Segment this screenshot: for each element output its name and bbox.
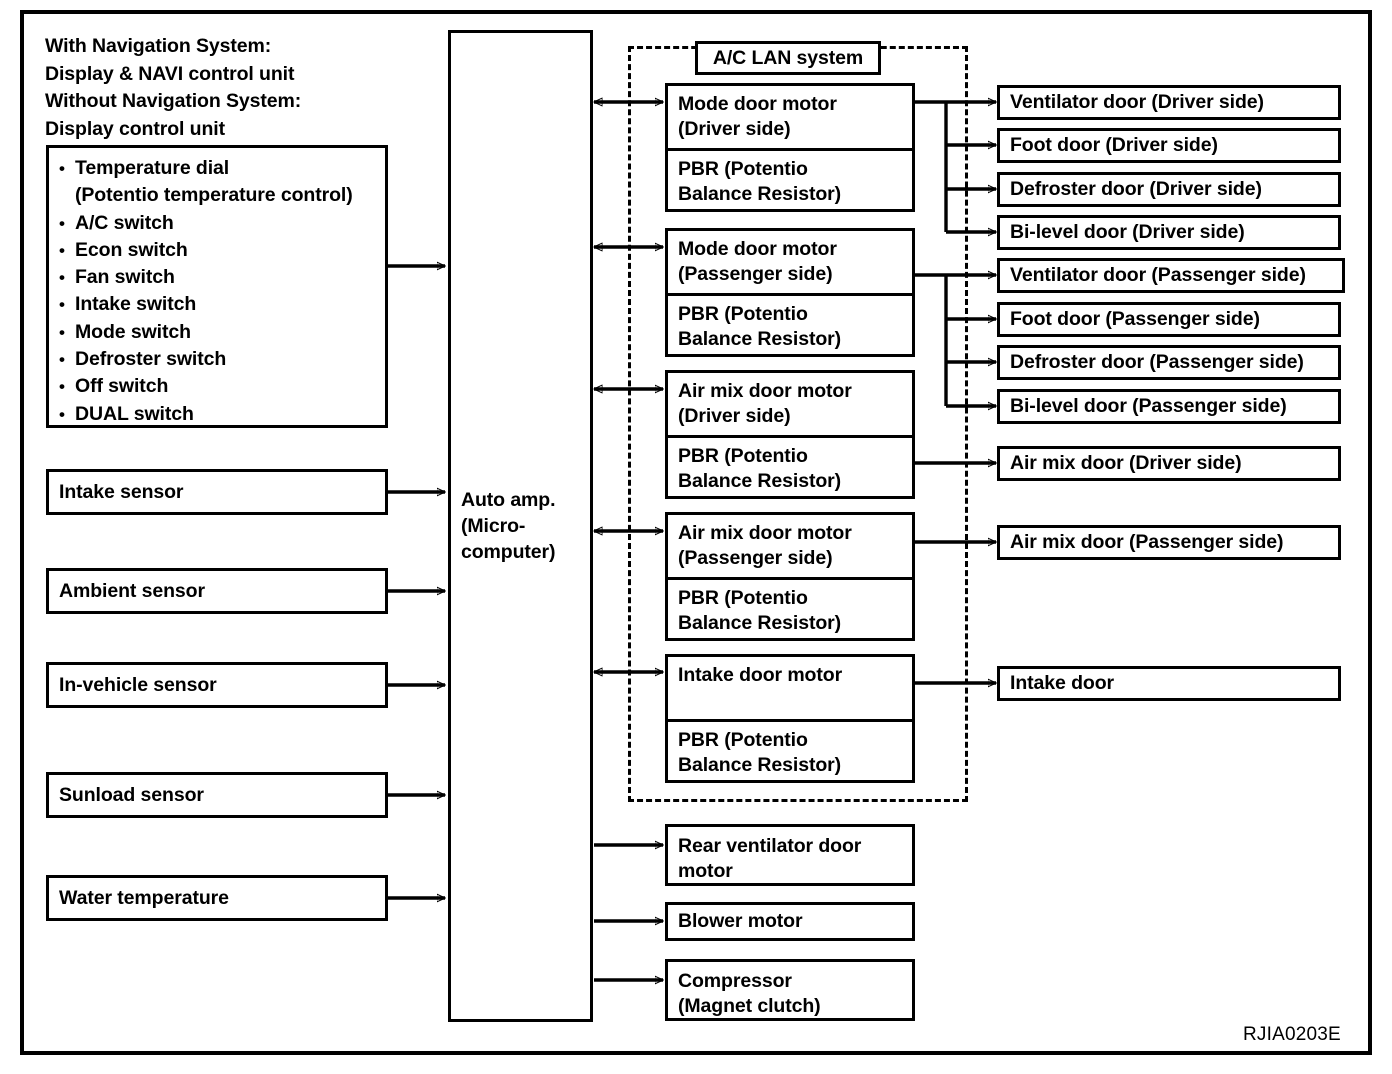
output-box-blower-motor: Blower motor [665,902,915,941]
actuator-stack-mode-door-driver: Mode door motor (Driver side) PBR (Poten… [665,83,915,212]
door-label: Ventilator door (Driver side) [1010,91,1264,113]
motor-label: Air mix door motor (Driver side) [678,380,852,427]
sensor-box-water-temperature: Water temperature [46,875,388,921]
pbr-cell: PBR (Potentio Balance Resistor) [668,719,912,783]
sensor-box-ambient: Ambient sensor [46,568,388,614]
sensor-label: In-vehicle sensor [59,673,217,696]
sensor-box-in-vehicle: In-vehicle sensor [46,662,388,708]
auto-amp-label: Auto amp. (Micro- computer) [461,489,556,563]
output-label: Blower motor [678,910,803,932]
list-item: Temperature dial (Potentio temperature c… [59,155,379,210]
pbr-cell: PBR (Potentio Balance Resistor) [668,293,912,357]
door-label: Foot door (Passenger side) [1010,308,1260,330]
door-box-ventilator-passenger: Ventilator door (Passenger side) [997,258,1345,293]
sensor-label: Sunload sensor [59,783,204,806]
sensor-label: Water temperature [59,886,229,909]
motor-cell: Mode door motor (Passenger side) [668,231,912,293]
door-box-bi-level-passenger: Bi-level door (Passenger side) [997,389,1341,424]
door-label: Intake door [1010,672,1114,694]
door-box-intake: Intake door [997,666,1341,701]
door-box-defroster-passenger: Defroster door (Passenger side) [997,345,1341,380]
door-box-air-mix-passenger: Air mix door (Passenger side) [997,525,1341,560]
list-item: Intake switch [59,291,379,319]
door-label: Defroster door (Passenger side) [1010,351,1304,373]
pbr-label: PBR (Potentio Balance Resistor) [678,303,842,350]
actuator-stack-air-mix-passenger: Air mix door motor (Passenger side) PBR … [665,512,915,641]
door-box-defroster-driver: Defroster door (Driver side) [997,172,1341,207]
figure-code: RJIA0203E [1243,1024,1341,1045]
output-box-rear-ventilator-door-motor: Rear ventilator door motor [665,824,915,886]
pbr-label: PBR (Potentio Balance Resistor) [678,587,842,634]
motor-label: Air mix door motor (Passenger side) [678,522,852,569]
list-item: Mode switch [59,319,379,347]
door-box-bi-level-driver: Bi-level door (Driver side) [997,215,1341,250]
actuator-stack-air-mix-driver: Air mix door motor (Driver side) PBR (Po… [665,370,915,499]
diagram-outer-frame [20,10,1372,1055]
motor-cell: Air mix door motor (Passenger side) [668,515,912,577]
ac-lan-label: A/C LAN system [695,41,881,75]
list-item: DUAL switch [59,401,379,429]
sensor-label: Ambient sensor [59,579,205,602]
list-item: Off switch [59,373,379,401]
door-label: Ventilator door (Passenger side) [1010,264,1306,286]
output-label: Compressor (Magnet clutch) [678,970,821,1017]
motor-cell: Mode door motor (Driver side) [668,86,912,148]
list-item: Fan switch [59,264,379,292]
motor-cell: Intake door motor [668,657,912,719]
motor-label: Mode door motor (Driver side) [678,93,837,140]
pbr-label: PBR (Potentio Balance Resistor) [678,158,842,205]
door-label: Air mix door (Driver side) [1010,452,1242,474]
door-label: Defroster door (Driver side) [1010,178,1262,200]
list-item: Defroster switch [59,346,379,374]
motor-cell: Air mix door motor (Driver side) [668,373,912,435]
actuator-stack-mode-door-passenger: Mode door motor (Passenger side) PBR (Po… [665,228,915,357]
sensor-label: Intake sensor [59,480,184,503]
door-label: Foot door (Driver side) [1010,134,1218,156]
auto-amp-box: Auto amp. (Micro- computer) [448,30,593,1022]
head-note: With Navigation System: Display & NAVI c… [45,35,302,140]
door-label: Bi-level door (Driver side) [1010,221,1245,243]
motor-label: Mode door motor (Passenger side) [678,238,837,285]
output-box-compressor: Compressor (Magnet clutch) [665,959,915,1021]
door-label: Bi-level door (Passenger side) [1010,395,1287,417]
door-label: Air mix door (Passenger side) [1010,531,1284,553]
door-box-air-mix-driver: Air mix door (Driver side) [997,446,1341,481]
sensor-box-sunload: Sunload sensor [46,772,388,818]
list-item: A/C switch [59,210,379,238]
pbr-label: PBR (Potentio Balance Resistor) [678,445,842,492]
door-box-ventilator-driver: Ventilator door (Driver side) [997,85,1341,120]
ac-lan-label-text: A/C LAN system [712,46,864,69]
output-label: Rear ventilator door motor [678,835,862,882]
sensor-box-intake: Intake sensor [46,469,388,515]
pbr-label: PBR (Potentio Balance Resistor) [678,729,842,776]
control-unit-list: Temperature dial (Potentio temperature c… [49,148,385,434]
actuator-stack-intake-door: Intake door motor PBR (Potentio Balance … [665,654,915,783]
door-box-foot-passenger: Foot door (Passenger side) [997,302,1341,337]
door-box-foot-driver: Foot door (Driver side) [997,128,1341,163]
list-item: Econ switch [59,237,379,265]
motor-label: Intake door motor [678,664,843,686]
pbr-cell: PBR (Potentio Balance Resistor) [668,148,912,212]
display-control-unit-box: Temperature dial (Potentio temperature c… [46,145,388,428]
pbr-cell: PBR (Potentio Balance Resistor) [668,577,912,641]
pbr-cell: PBR (Potentio Balance Resistor) [668,435,912,499]
